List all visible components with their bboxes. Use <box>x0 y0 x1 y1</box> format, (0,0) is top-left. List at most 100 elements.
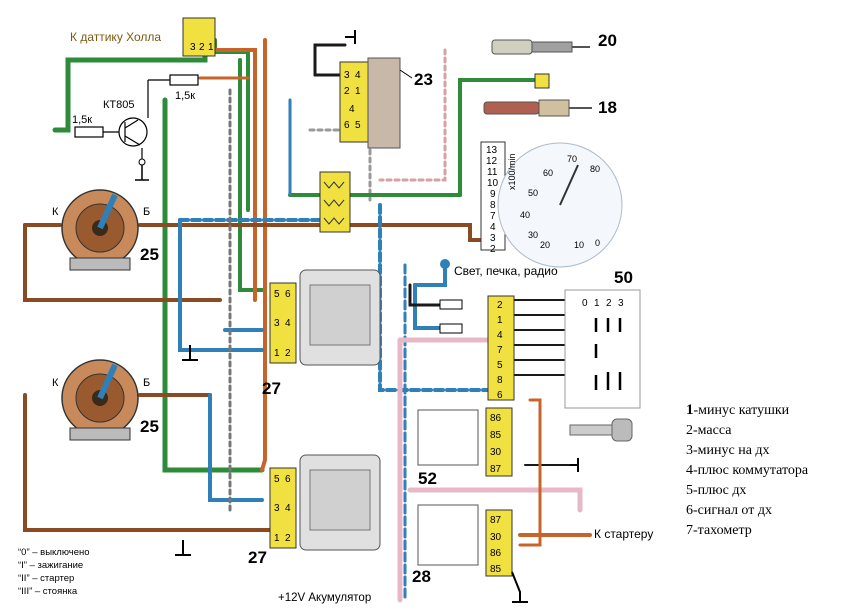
legend-item-1: 1-минус катушки <box>686 402 790 418</box>
svg-text:8: 8 <box>497 375 503 386</box>
svg-text:86: 86 <box>490 548 502 559</box>
svg-text:25: 25 <box>140 245 159 264</box>
svg-text:2: 2 <box>490 244 496 255</box>
svg-text:10: 10 <box>487 178 499 189</box>
svg-text:6: 6 <box>285 289 291 300</box>
svg-text:3: 3 <box>344 70 350 81</box>
resistor-right-label: 1,5к <box>175 90 195 102</box>
key-icon <box>569 418 633 442</box>
svg-text:27: 27 <box>262 379 281 398</box>
ground-symbols <box>175 30 579 556</box>
svg-text:2: 2 <box>285 533 291 544</box>
svg-text:6: 6 <box>285 474 291 485</box>
tachometer: 13 12 11 10 9 8 7 4 3 2 x100/min 0 10 20… <box>480 141 623 268</box>
svg-text:20: 20 <box>598 31 617 50</box>
svg-text:40: 40 <box>520 210 530 220</box>
svg-text:Б: Б <box>143 206 150 218</box>
mode-0: “0” – выключено <box>18 547 90 558</box>
svg-text:3: 3 <box>274 503 280 514</box>
svg-text:13: 13 <box>486 145 498 156</box>
svg-text:0: 0 <box>595 238 600 248</box>
sensor-20: 20 <box>491 31 617 55</box>
svg-text:8: 8 <box>490 200 496 211</box>
commutator-module-bottom: 5 6 3 4 1 2 27 <box>248 454 381 567</box>
svg-text:60: 60 <box>543 168 553 178</box>
pin-legend: 1-минус катушки 2-масса 3-минус на дх 4-… <box>686 400 846 541</box>
svg-text:1: 1 <box>497 315 503 326</box>
ignition-coil-bottom: К Б 25 <box>52 359 159 441</box>
mode-2: “II” – стартер <box>18 573 75 584</box>
svg-text:85: 85 <box>490 564 502 575</box>
svg-text:4: 4 <box>490 222 496 233</box>
svg-text:85: 85 <box>490 430 502 441</box>
svg-text:50: 50 <box>614 268 633 287</box>
svg-text:7: 7 <box>490 211 496 222</box>
sensor-18: 18 <box>483 73 617 117</box>
hall-sensor-label: К даттику Холла <box>70 30 162 44</box>
svg-text:86: 86 <box>490 413 502 424</box>
svg-text:3: 3 <box>618 298 624 309</box>
svg-text:28: 28 <box>412 567 431 586</box>
mode-1: “I” – зажигание <box>18 560 84 571</box>
svg-text:2: 2 <box>199 42 205 53</box>
junction-connector <box>319 171 351 233</box>
svg-text:18: 18 <box>598 98 617 117</box>
resistor-left-label: 1,5к <box>72 114 92 126</box>
svg-text:1: 1 <box>355 86 361 97</box>
svg-text:6: 6 <box>497 390 503 401</box>
svg-text:1: 1 <box>274 348 280 359</box>
svg-text:5: 5 <box>497 360 503 371</box>
svg-text:К: К <box>52 206 59 218</box>
legend-item-5: 5-плюс дх <box>686 483 747 498</box>
svg-text:11: 11 <box>487 167 498 178</box>
ignition-switch-50: 0 1 2 3 2 1 4 7 5 8 6 50 <box>439 259 641 409</box>
svg-text:10: 10 <box>574 240 584 250</box>
svg-text:3: 3 <box>490 233 496 244</box>
svg-text:4: 4 <box>285 503 291 514</box>
svg-text:30: 30 <box>490 447 502 458</box>
svg-text:2: 2 <box>344 86 350 97</box>
svg-text:Б: Б <box>143 377 150 389</box>
svg-text:30: 30 <box>490 532 502 543</box>
svg-text:5: 5 <box>274 474 280 485</box>
legend-item-6: 6-сигнал от дх <box>686 503 772 518</box>
relay-28: 87 30 86 85 28 <box>412 504 528 603</box>
svg-text:87: 87 <box>490 464 502 475</box>
svg-text:2: 2 <box>285 348 291 359</box>
svg-text:4: 4 <box>285 318 291 329</box>
transistor-circuit: КТ805 1,5к 1,5к <box>72 74 199 181</box>
legend-item-2: 2-масса <box>686 423 732 438</box>
svg-text:4: 4 <box>349 104 355 115</box>
wires <box>23 37 592 603</box>
svg-text:25: 25 <box>140 417 159 436</box>
svg-text:5: 5 <box>355 120 361 131</box>
svg-text:87: 87 <box>490 515 502 526</box>
svg-text:9: 9 <box>490 189 496 200</box>
transistor-label: КТ805 <box>103 99 134 111</box>
svg-text:3: 3 <box>274 318 280 329</box>
battery-label: +12V Акумулятор <box>278 592 372 604</box>
legend-item-4: 4-плюс коммутатора <box>686 463 809 478</box>
svg-text:20: 20 <box>540 240 550 250</box>
mode-3: “III” – стоянка <box>18 586 78 597</box>
svg-text:1: 1 <box>594 298 600 309</box>
svg-text:2: 2 <box>606 298 612 309</box>
connector-23: 3 4 2 1 6 5 4 23 <box>339 57 433 149</box>
svg-text:23: 23 <box>414 70 433 89</box>
svg-text:70: 70 <box>567 154 577 164</box>
hall-sensor-connector: 3 2 1 <box>182 17 216 57</box>
svg-text:1: 1 <box>208 42 214 53</box>
svg-text:27: 27 <box>248 548 267 567</box>
light-stove-radio-label: Свет, печка, радио <box>454 264 558 278</box>
legend-item-7: 7-тахометр <box>686 523 752 538</box>
svg-text:3: 3 <box>190 42 196 53</box>
svg-text:4: 4 <box>497 330 503 341</box>
ignition-modes-legend: “0” – выключено “I” – зажигание “II” – с… <box>18 546 90 598</box>
svg-text:4: 4 <box>355 70 361 81</box>
svg-text:0: 0 <box>582 298 588 309</box>
svg-text:50: 50 <box>528 188 538 198</box>
svg-text:1: 1 <box>274 533 280 544</box>
svg-text:30: 30 <box>528 230 538 240</box>
svg-text:К: К <box>52 377 59 389</box>
